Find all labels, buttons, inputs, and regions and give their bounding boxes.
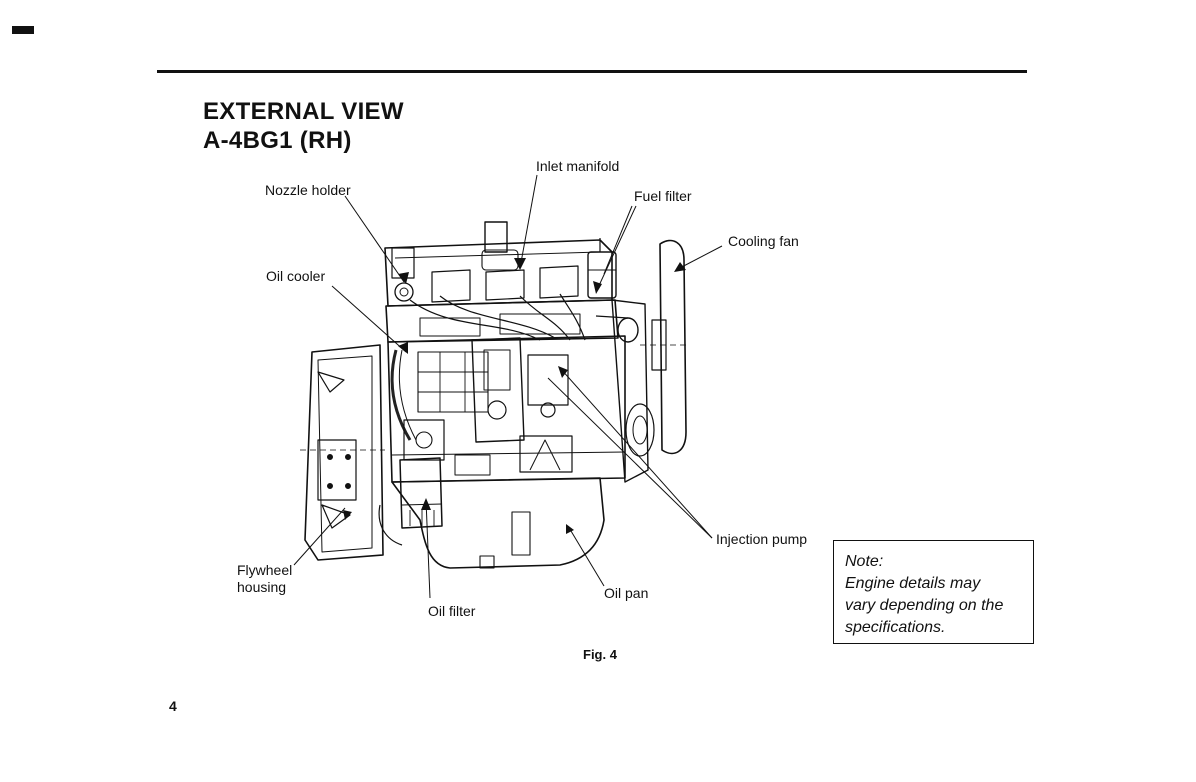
leader-oil-filter	[426, 500, 430, 598]
label-flywheel-housing-line2: housing	[237, 579, 292, 596]
leader-nozzle-holder	[345, 196, 404, 282]
label-nozzle-holder: Nozzle holder	[265, 182, 351, 199]
cooling-fan-outline	[660, 241, 686, 454]
label-oil-cooler: Oil cooler	[266, 268, 325, 285]
label-injection-pump: Injection pump	[716, 531, 807, 548]
note-line-1: Engine details may	[845, 573, 1033, 595]
label-flywheel-housing-line1: Flywheel	[237, 562, 292, 579]
label-fuel-filter: Fuel filter	[634, 188, 692, 205]
page-number: 4	[169, 698, 177, 714]
callout-leaders	[294, 175, 722, 598]
leader-flywheel-housing	[294, 508, 345, 565]
note-box: Note: Engine details may vary depending …	[833, 540, 1034, 644]
figure-caption: Fig. 4	[583, 647, 617, 662]
note-title: Note:	[845, 551, 1033, 573]
leader-oil-cooler	[332, 286, 406, 352]
label-oil-pan: Oil pan	[604, 585, 648, 602]
note-line-3: specifications.	[845, 617, 1033, 639]
label-flywheel-housing: Flywheel housing	[237, 562, 292, 596]
leader-oil-pan	[568, 526, 604, 586]
note-line-2: vary depending on the	[845, 595, 1033, 617]
leader-fuel-filter-2	[604, 206, 632, 274]
label-inlet-manifold: Inlet manifold	[536, 158, 619, 175]
oil-filter-body	[400, 458, 442, 528]
label-oil-filter: Oil filter	[428, 603, 475, 620]
label-cooling-fan: Cooling fan	[728, 233, 799, 250]
flywheel-housing-outline	[305, 345, 383, 560]
oil-pan-outline	[392, 478, 604, 568]
